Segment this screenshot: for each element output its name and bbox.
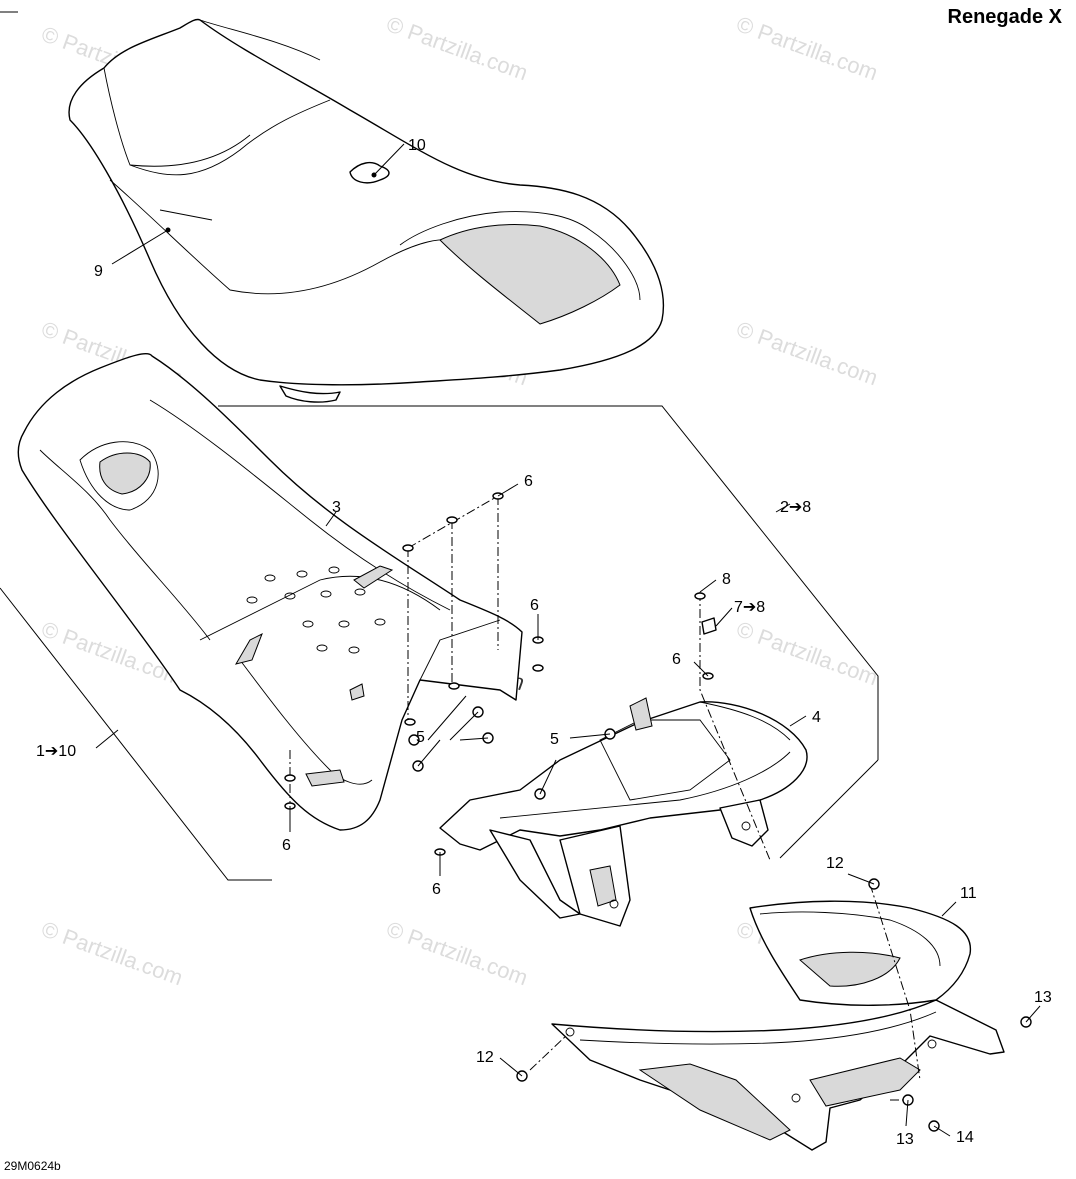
diagram-title: Renegade X [947, 6, 1062, 28]
rear-cover [551, 900, 1005, 1151]
watermark: © Partzilla.com [383, 11, 531, 85]
callout-12: 12 [826, 855, 844, 872]
callout-9: 9 [94, 263, 103, 280]
watermark: © Partzilla.com [733, 316, 881, 390]
callout-14: 14 [956, 1129, 974, 1146]
diagram-reference: 29M0624b [4, 1159, 61, 1173]
callout-13: 13 [896, 1131, 914, 1148]
callout-6: 6 [524, 473, 533, 490]
fasteners [284, 492, 1032, 1132]
callout-13: 13 [1034, 989, 1052, 1006]
callout-10: 10 [408, 137, 426, 154]
watermark: © Partzilla.com [733, 616, 881, 690]
callout-6: 6 [530, 597, 539, 614]
callout-3: 3 [332, 499, 341, 516]
watermark: © Partzilla.com [383, 916, 531, 990]
callout-4: 4 [812, 709, 821, 726]
watermark: © Partzilla.com [38, 916, 186, 990]
callout-6: 6 [282, 837, 291, 854]
callout-5: 5 [416, 729, 425, 746]
pan-holes [246, 566, 386, 654]
callout-11: 11 [960, 885, 977, 902]
callout-7-8: 7➔8 [734, 599, 765, 616]
seat [68, 18, 665, 403]
callout-6: 6 [432, 881, 441, 898]
callout-5: 5 [550, 731, 559, 748]
watermark: © Partzilla.com [733, 11, 881, 85]
seat-pan [17, 352, 523, 831]
callout-1-10: 1➔10 [36, 743, 76, 760]
callout-6: 6 [672, 651, 681, 668]
clip-icon [701, 617, 717, 635]
callout-labels: 10 9 3 6 2➔8 8 7➔8 6 6 4 5 5 1➔10 6 6 12… [36, 137, 1052, 1148]
leader-lines [95, 143, 1041, 1137]
bracket-assembly [439, 697, 808, 927]
assembly-bracket-1-10 [0, 11, 272, 881]
callout-8: 8 [722, 571, 731, 588]
assembly-bracket-2-8 [218, 405, 879, 859]
callout-12: 12 [476, 1049, 494, 1066]
callout-2-8: 2➔8 [780, 499, 811, 516]
